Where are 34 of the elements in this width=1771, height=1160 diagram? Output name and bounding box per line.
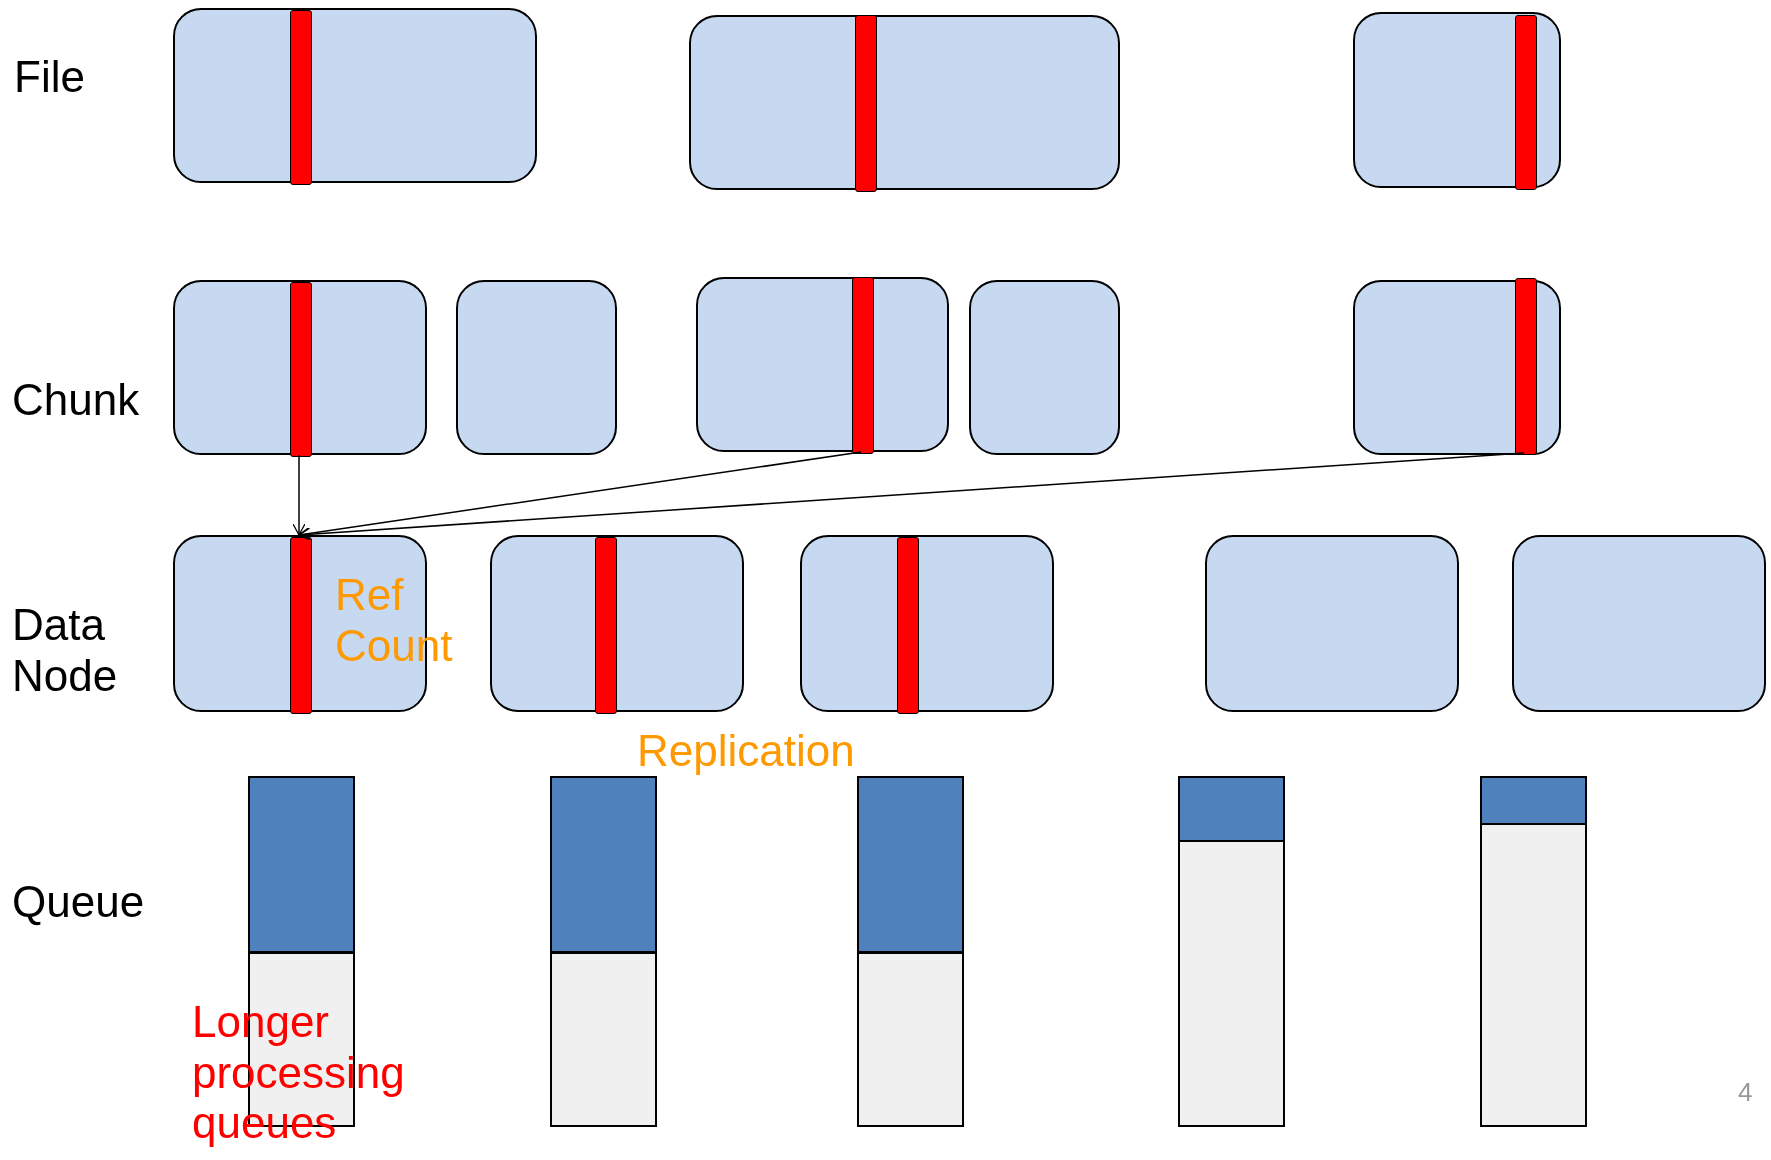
rounded-box (1205, 535, 1459, 712)
marker-bar (855, 15, 877, 192)
rounded-box (689, 15, 1120, 190)
arrow (292, 454, 306, 536)
marker-bar (595, 537, 617, 714)
marker-bar (1515, 278, 1537, 455)
rounded-box (173, 8, 537, 183)
rounded-box (800, 535, 1054, 712)
queue-bar (1480, 776, 1587, 1127)
marker-bar (1515, 15, 1537, 190)
page-number: 4 (1738, 1078, 1754, 1108)
row-label: Chunk (12, 375, 141, 426)
arrow (298, 451, 862, 540)
row-label: Queue (12, 877, 146, 928)
marker-bar (852, 277, 874, 454)
arrow (298, 452, 1525, 541)
marker-bar (897, 537, 919, 714)
rounded-box (1353, 280, 1561, 455)
marker-bar (290, 10, 312, 185)
rounded-box (173, 280, 427, 455)
marker-bar (290, 282, 312, 457)
rounded-box (1512, 535, 1766, 712)
rounded-box (969, 280, 1120, 455)
queue-bar (550, 776, 657, 1127)
rounded-box (456, 280, 617, 455)
row-label: File (14, 52, 86, 103)
annotation: Replication (637, 726, 856, 777)
rounded-box (1353, 12, 1561, 188)
row-label: Data Node (12, 600, 119, 702)
queue-bar (1178, 776, 1285, 1127)
rounded-box (490, 535, 744, 712)
rounded-box (696, 277, 949, 452)
queue-bar (857, 776, 964, 1127)
marker-bar (290, 537, 312, 714)
